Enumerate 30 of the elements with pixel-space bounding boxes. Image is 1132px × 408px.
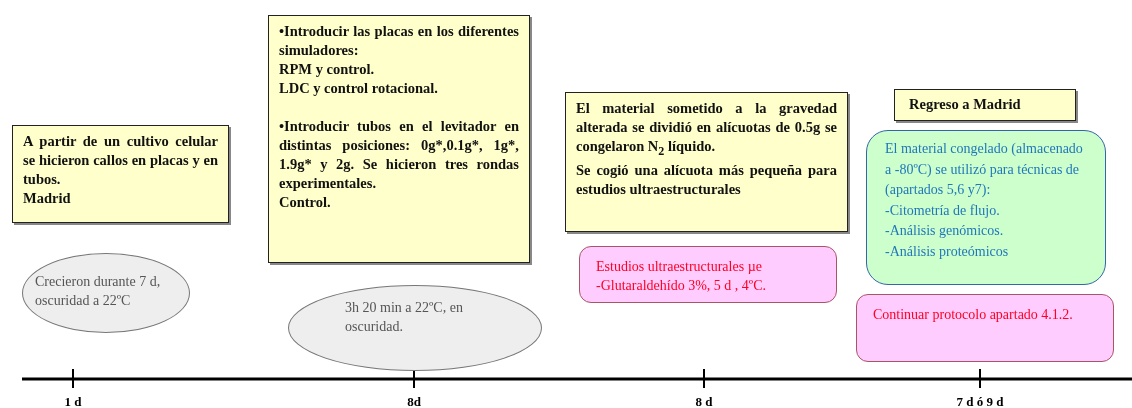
title-box <box>894 89 1076 121</box>
note-text: -Citometría de flujo. <box>885 201 1001 220</box>
note-text: El material congelado (almacenado a -80ºC) se utilizó para técnicas de (apartados 5,6 y7): <box>885 140 1084 199</box>
note-text: 3h 20 min a 22ºC, en oscuridad. <box>345 299 464 336</box>
note-text: -Análisis genómicos. <box>885 222 1005 240</box>
note-text: Se cogió una alícuota más pequeña para estudios ultraestructurales <box>576 160 837 199</box>
note-box <box>866 130 1106 285</box>
note-text: Estudios ultraestructurales µe <box>596 258 763 276</box>
note-text: El material sometido a la gravedad alterada se dividió en alícuotas de 0.5g se congelaron N$_{2}$ líquido. <box>576 99 837 160</box>
note-text: •Introducir las placas en los diferentes simuladores: <box>279 22 519 60</box>
note-text: Madrid <box>23 189 72 208</box>
tick-label: 8 d <box>695 394 713 408</box>
note-text: Regreso a Madrid <box>909 95 1022 114</box>
note-text: Control. <box>279 193 332 212</box>
tick-label: 1 d <box>64 394 82 408</box>
note-box <box>565 92 848 232</box>
note-box <box>268 15 530 263</box>
tick-label: 8d <box>407 394 421 408</box>
note-text: RPM y control. <box>279 60 376 79</box>
note-text: LDC y control rotacional. <box>279 79 439 98</box>
note-box <box>856 294 1114 362</box>
tick-label: 7 d ó 9 d <box>956 394 1004 408</box>
note-box <box>12 125 229 223</box>
note-text: -Glutaraldehído 3%, 5 d , 4ºC. <box>596 277 767 295</box>
note-text: A partir de un cultivo celular se hicieron callos en placas y en tubos. <box>23 132 218 189</box>
note-text: Continuar protocolo apartado 4.1.2. <box>873 306 1074 324</box>
note-box <box>579 246 837 303</box>
note-text: Crecieron durante 7 d, oscuridad a 22ºC <box>35 273 162 310</box>
note-text: •Introducir tubos en el levitador en distintas posiciones: 0g*,0.1g*, 1g*, 1.9g* y 2g. Se hicieron tres rondas experimentales. <box>279 117 519 193</box>
note-text: -Análisis proteómicos <box>885 242 1010 261</box>
